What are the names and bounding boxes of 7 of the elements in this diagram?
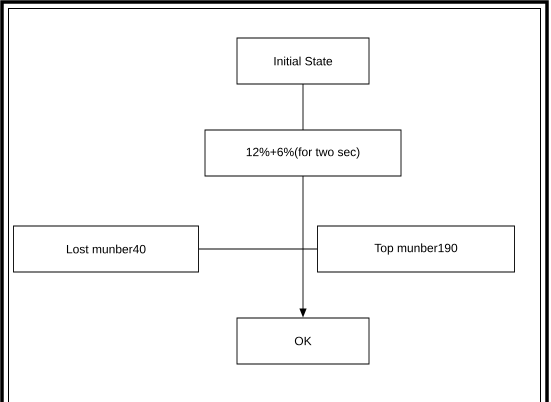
process-box: Lost munber40 [13, 226, 199, 272]
process-box: Top munber190 [317, 226, 515, 272]
connector-line [302, 84, 304, 130]
connector-line [198, 248, 318, 250]
process-box: 12%+6%(for two sec) [204, 130, 402, 176]
process-box: Initial State [236, 38, 370, 84]
process-box: OK [236, 318, 370, 364]
